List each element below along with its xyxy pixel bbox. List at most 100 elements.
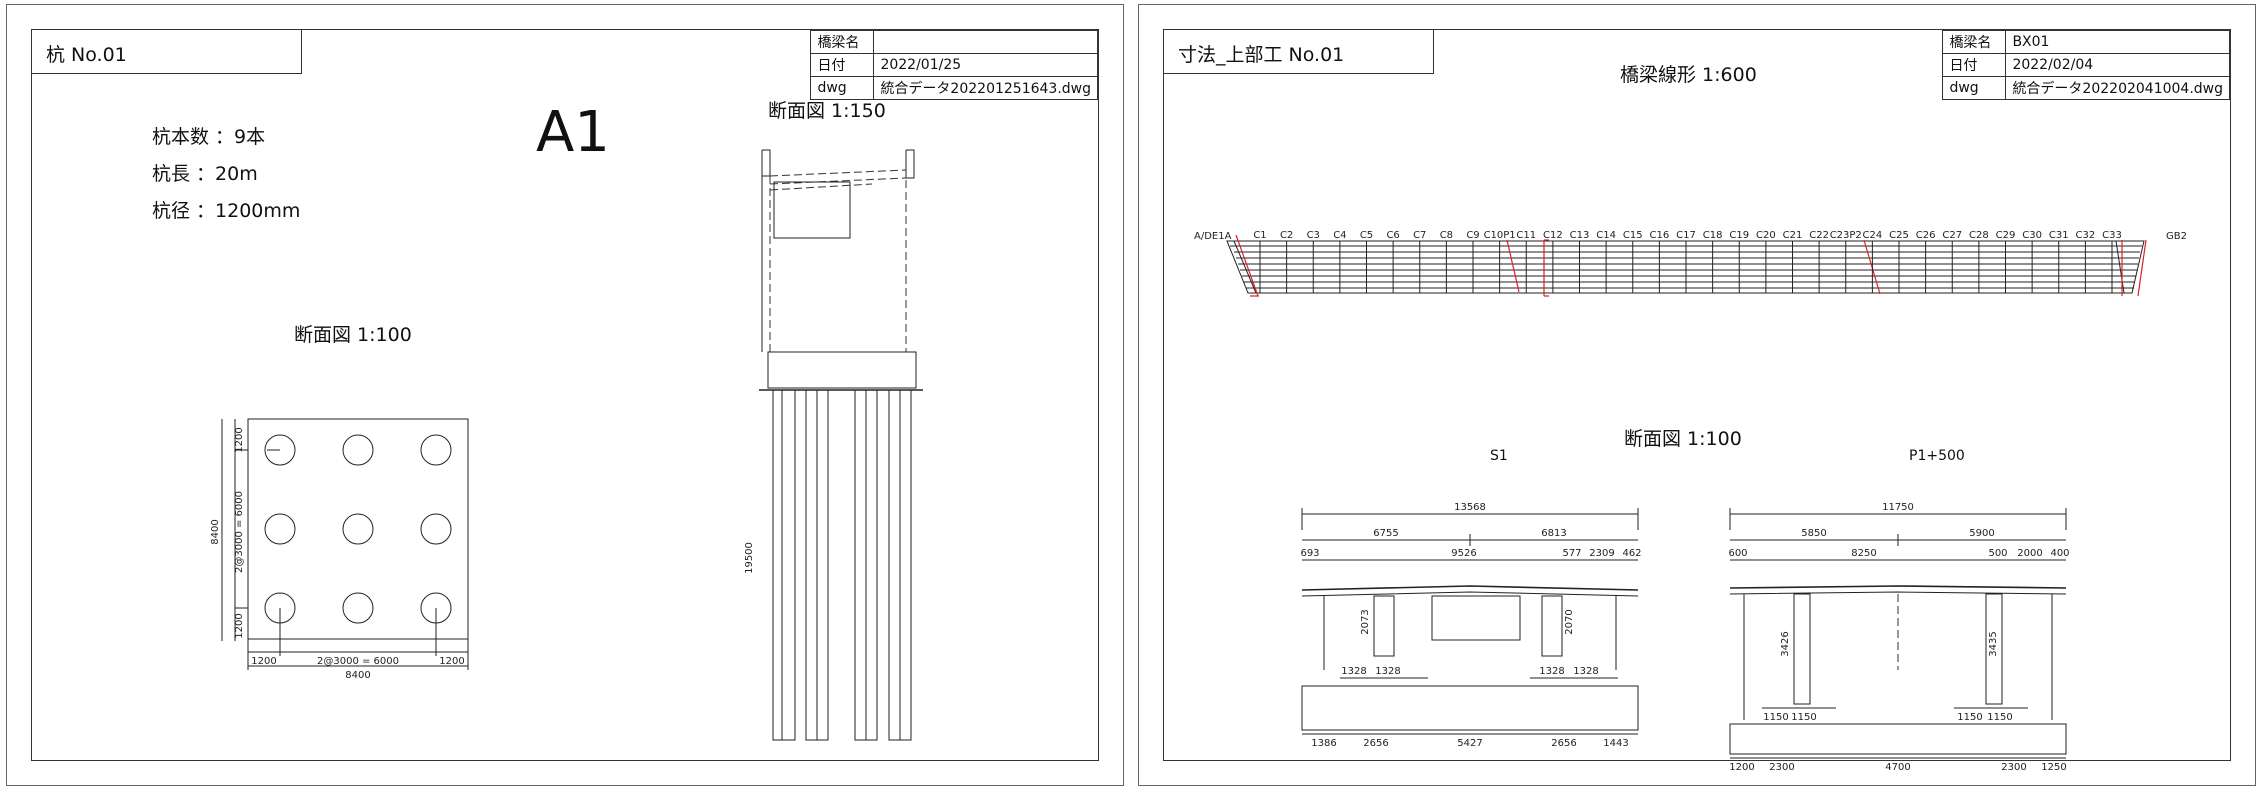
pile-circle bbox=[420, 513, 452, 545]
girder-label: C30 bbox=[2022, 230, 2042, 241]
p1-d500: 500 bbox=[1988, 548, 2007, 559]
girder-label: C11 bbox=[1516, 230, 1536, 241]
s1-f5: 1443 bbox=[1603, 738, 1628, 749]
p1-f3: 4700 bbox=[1885, 762, 1910, 773]
pile-circle bbox=[420, 592, 452, 624]
pile-circle bbox=[264, 592, 296, 624]
dim-left-mid: 2@3000 = 6000 bbox=[234, 491, 245, 573]
dim-left-total: 8400 bbox=[210, 519, 221, 544]
girder-label: C29 bbox=[1996, 230, 2016, 241]
s1-d9526: 9526 bbox=[1451, 548, 1476, 559]
p1-total: 11750 bbox=[1882, 502, 1914, 513]
girder-label: C4 bbox=[1333, 230, 1346, 241]
section-100-title: 断面図 1:100 bbox=[294, 324, 412, 346]
tb-dwg-key: dwg bbox=[810, 76, 875, 100]
tb-date-key: 日付 bbox=[1942, 53, 2007, 77]
girder-label: C24 bbox=[1863, 230, 1883, 241]
pile-circles bbox=[264, 434, 452, 624]
alignment-title: 橋梁線形 1:600 bbox=[1620, 64, 1757, 86]
s1-f3: 5427 bbox=[1457, 738, 1482, 749]
girder-label: C12 bbox=[1543, 230, 1563, 241]
p1-f2: 2300 bbox=[1769, 762, 1794, 773]
girder-label: C28 bbox=[1969, 230, 1989, 241]
alignment-start-label: A/DE1A bbox=[1194, 231, 1232, 242]
pile-column bbox=[772, 389, 796, 741]
p1-b2: 1150 bbox=[1791, 712, 1816, 723]
p1-w1: 5850 bbox=[1801, 528, 1826, 539]
abutment-section-drawing: 19500 bbox=[744, 149, 923, 741]
dim-bottom-1200: 1200 bbox=[234, 613, 245, 638]
dim-b-total: 8400 bbox=[345, 670, 370, 681]
s1-b3: 1328 bbox=[1539, 666, 1564, 677]
dim-b-1200a: 1200 bbox=[251, 656, 276, 667]
girder-label: C18 bbox=[1703, 230, 1723, 241]
tb-dwg-val: 統合データ202202041004.dwg bbox=[2005, 76, 2230, 100]
girder-label: C19 bbox=[1729, 230, 1749, 241]
girder-label: C23P2 bbox=[1830, 230, 1862, 241]
s1-label: S1 bbox=[1490, 448, 1508, 464]
s1-f1: 1386 bbox=[1311, 738, 1336, 749]
p1-w2: 5900 bbox=[1969, 528, 1994, 539]
s1-b2: 1328 bbox=[1375, 666, 1400, 677]
girder-label: C3 bbox=[1307, 230, 1320, 241]
dim-top-1200: 1200 bbox=[234, 427, 245, 452]
s1-b1: 1328 bbox=[1341, 666, 1366, 677]
pile-columns bbox=[772, 389, 912, 741]
left-sheet-title: 杭 No.01 bbox=[32, 30, 302, 74]
girder-label: C1 bbox=[1253, 230, 1266, 241]
p1-f5: 1250 bbox=[2041, 762, 2066, 773]
girder-label: C20 bbox=[1756, 230, 1776, 241]
alignment-end-label: GB2 bbox=[2166, 231, 2187, 242]
s1-d693: 693 bbox=[1300, 548, 1319, 559]
p1-label: P1+500 bbox=[1909, 448, 1965, 464]
girder-label: C27 bbox=[1942, 230, 1962, 241]
girder-label: C5 bbox=[1360, 230, 1373, 241]
pile-circle bbox=[342, 592, 374, 624]
girder-label: C25 bbox=[1889, 230, 1909, 241]
tb-date-val: 2022/01/25 bbox=[873, 53, 1098, 77]
girder-label: C10P1 bbox=[1484, 230, 1516, 241]
girder-label: C32 bbox=[2076, 230, 2096, 241]
s1-d577: 577 bbox=[1562, 548, 1581, 559]
girder-label: C16 bbox=[1650, 230, 1670, 241]
girder-label: C2 bbox=[1280, 230, 1293, 241]
pile-circle bbox=[264, 513, 296, 545]
tb-dwg-key: dwg bbox=[1942, 76, 2007, 100]
girder-label: C9 bbox=[1466, 230, 1479, 241]
p1-d600: 600 bbox=[1728, 548, 1747, 559]
p1-d400: 400 bbox=[2050, 548, 2069, 559]
pile-circle bbox=[342, 513, 374, 545]
s1-total: 13568 bbox=[1454, 502, 1486, 513]
girder-label: C21 bbox=[1783, 230, 1803, 241]
abutment-label: A1 bbox=[536, 100, 610, 165]
s1-h2: 2070 bbox=[1564, 609, 1575, 634]
pile-plan-drawing: 1200 2@3000 = 6000 1200 8400 1200 2@3000… bbox=[210, 418, 469, 681]
pile-length-text: 杭長 ：20m bbox=[152, 163, 258, 185]
tb-date-val: 2022/02/04 bbox=[2005, 53, 2230, 77]
girder-label: C14 bbox=[1596, 230, 1616, 241]
s1-w1: 6755 bbox=[1373, 528, 1398, 539]
pile-circle bbox=[342, 434, 374, 466]
s1-d462: 462 bbox=[1622, 548, 1641, 559]
pile-circle bbox=[264, 434, 296, 466]
p1-b3: 1150 bbox=[1957, 712, 1982, 723]
p1-cross-section: 11750 5850 5900 600 8250 500 2000 400 34… bbox=[1728, 502, 2069, 773]
tb-dwg-val: 統合データ202201251643.dwg bbox=[873, 76, 1098, 100]
section-150-title: 断面図 1:150 bbox=[768, 100, 886, 122]
p1-h2: 3435 bbox=[1988, 631, 1999, 656]
s1-d2309: 2309 bbox=[1589, 548, 1614, 559]
s1-w2: 6813 bbox=[1541, 528, 1566, 539]
tb-bridge-val bbox=[873, 30, 1098, 54]
pile-count-text: 杭本数 ：9本 bbox=[152, 126, 266, 148]
girder-label: C15 bbox=[1623, 230, 1643, 241]
dim-b-1200b: 1200 bbox=[439, 656, 464, 667]
p1-b4: 1150 bbox=[1987, 712, 2012, 723]
